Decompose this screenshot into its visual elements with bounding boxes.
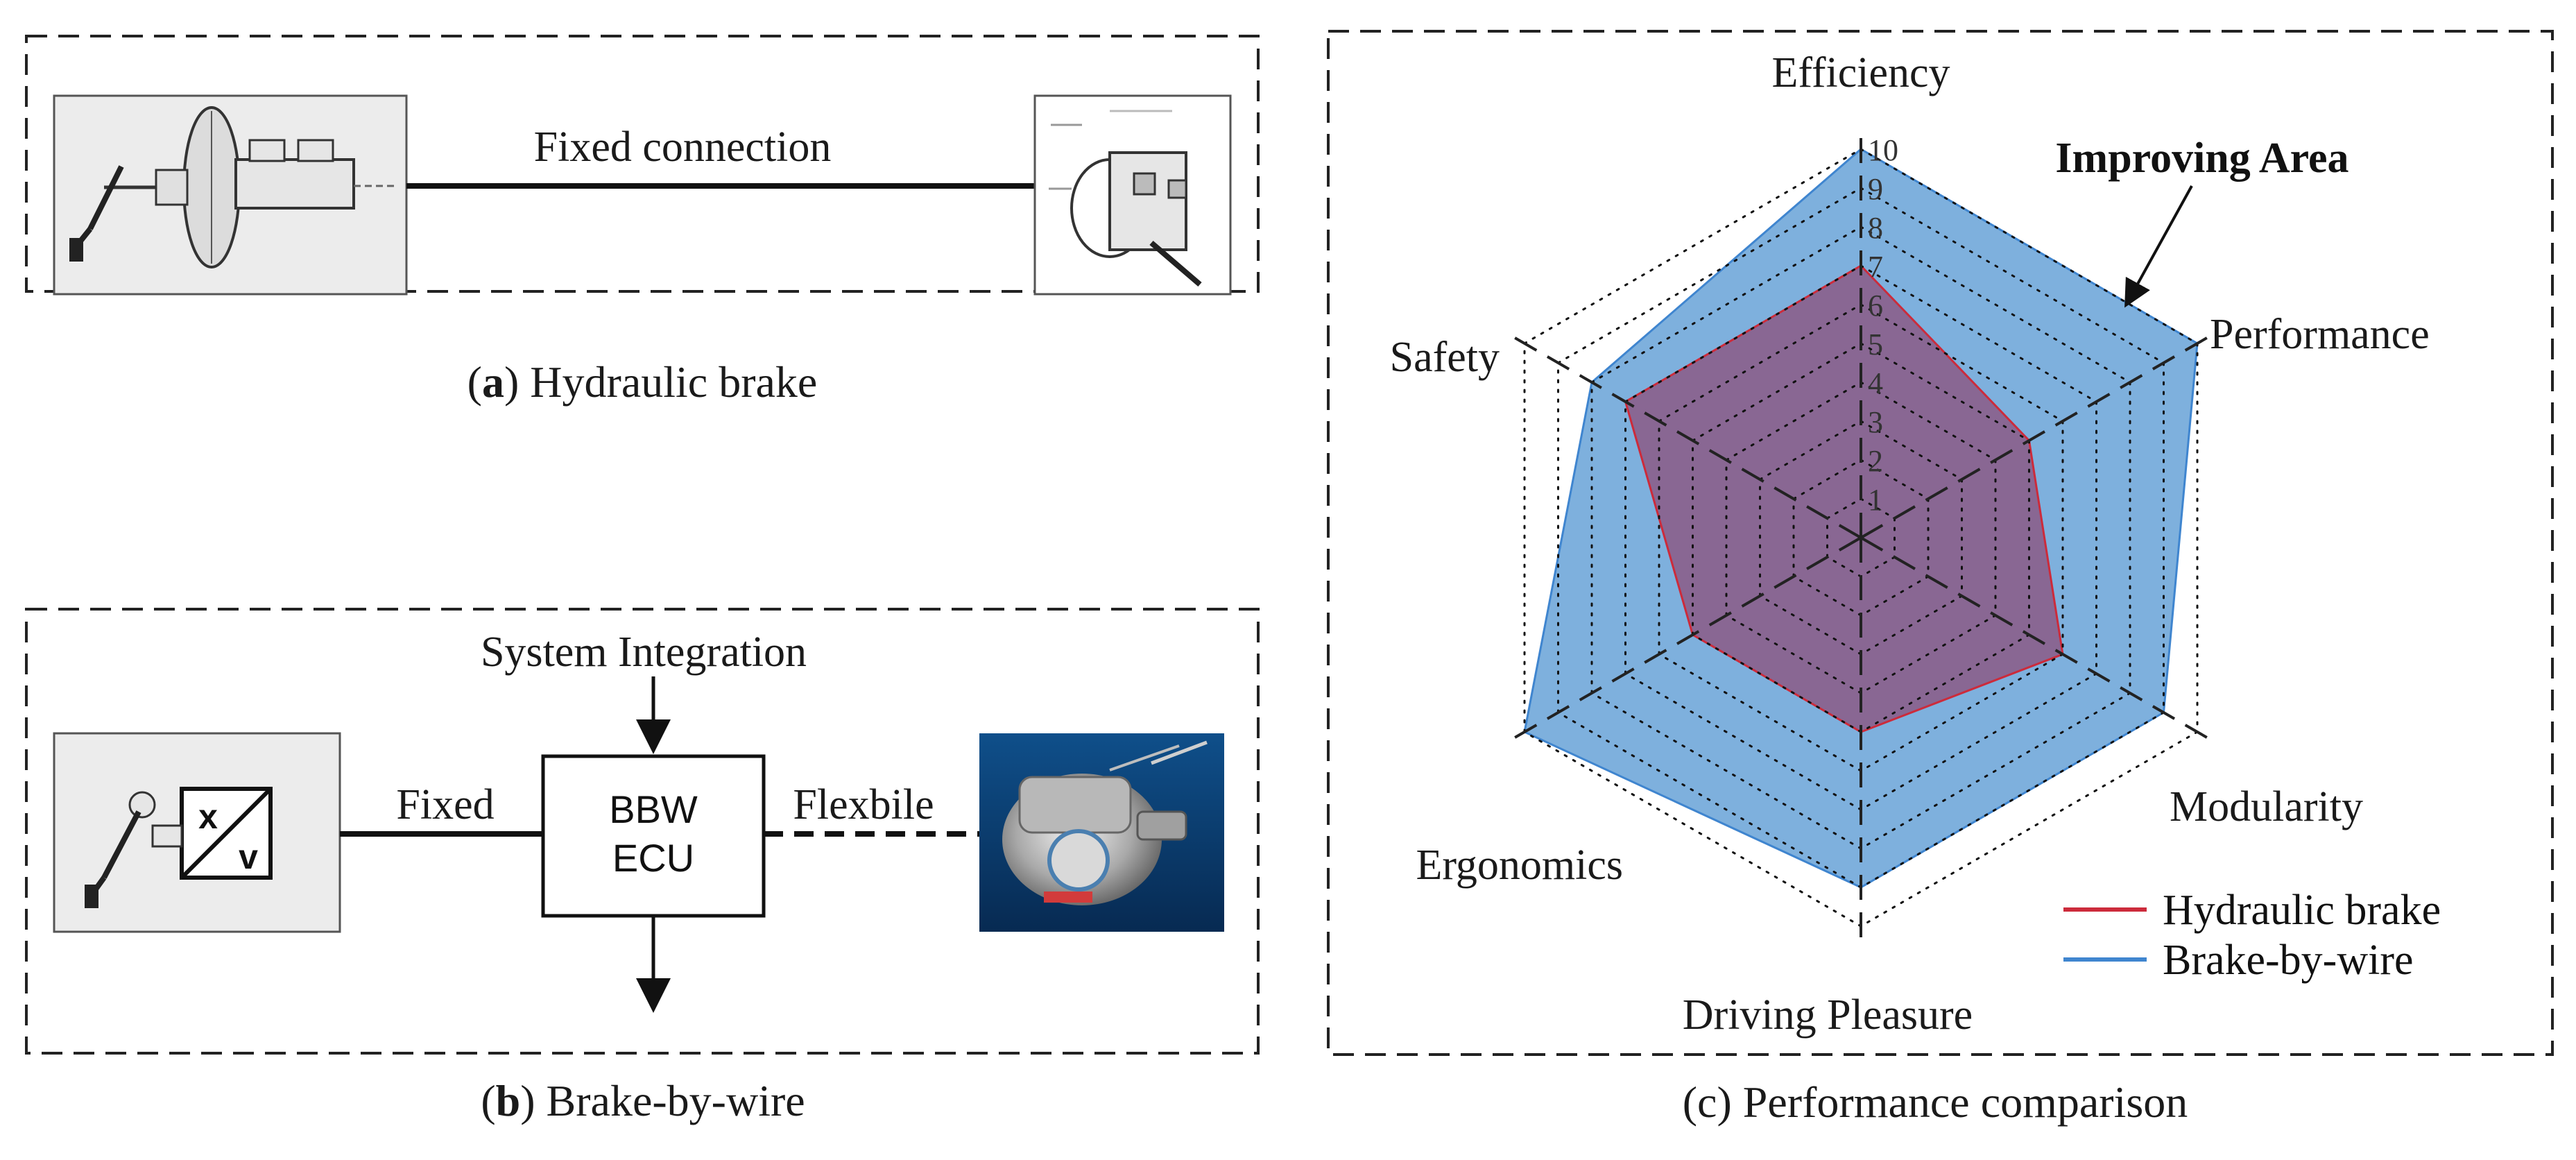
legend-label-bbw: Brake-by-wire [2163,937,2414,984]
tick-label-8: 8 [1868,211,1883,245]
tick-label-1: 1 [1868,483,1883,517]
flexible-label: Flexbile [793,781,934,828]
tick-label-7: 7 [1868,250,1883,284]
tick-label-3: 3 [1868,405,1883,439]
master-cylinder-image [53,94,408,296]
panel-b-frame [25,608,1260,1055]
tick-label-4: 4 [1868,366,1883,400]
axis-label-safety: Safety [1390,334,1500,381]
tick-label-2: 2 [1868,444,1883,478]
caliper-image [1033,94,1232,296]
panel-c: 1 2 3 4 5 6 7 8 9 10 EfficiencyPerformanceModulari… [1327,30,2554,1127]
fixed-label: Fixed [396,781,494,828]
panel-a-frame [25,35,1260,293]
axis-spoke-4 [1503,536,1862,745]
legend-label-hydraulic: Hydraulic brake [2163,887,2441,934]
ecu-line-2: ECU [612,836,694,880]
panel-b: x v Fixed BBW ECU System Integration Fle… [25,608,1260,1125]
legend: Hydraulic brake Brake-by-wire [2063,887,2441,984]
axis-label-ergonomics: Ergonomics [1416,842,1624,889]
radar-chart: 1 2 3 4 5 6 7 8 9 10 EfficiencyPerformanceModulari… [1390,49,2430,1039]
panel-c-caption: (c) Performance comparison [1683,1077,2188,1127]
panel-a: Fixed connection (a) Hydraulic brake [25,35,1260,407]
panel-c-frame [1327,30,2554,1056]
emb-caliper-image [979,733,1224,932]
axis-label-efficiency: Efficiency [1771,49,1950,96]
panel-a-caption: (a) Hydraulic brake [467,357,818,407]
axis-label-driving-pleasure: Driving Pleasure [1683,991,1973,1039]
improving-area-arrow [2124,185,2193,308]
sensor-v-label: v [239,837,258,876]
axis-spoke-2 [1860,536,2219,745]
axis-spoke-1 [1860,330,2219,539]
tick-label-5: 5 [1868,327,1883,361]
system-integration-label: System Integration [481,629,807,676]
pedal-sensor-image: x v [53,732,341,933]
sensor-x-label: x [198,797,218,836]
tick-label-10: 10 [1868,133,1898,167]
improving-area-label: Improving Area [2055,135,2349,182]
tick-label-6: 6 [1868,289,1883,323]
axis-label-modularity: Modularity [2170,783,2363,830]
fixed-connection-label: Fixed connection [534,123,832,171]
axis-spoke-5 [1503,330,1862,539]
axis-label-performance: Performance [2210,311,2430,358]
tick-label-9: 9 [1868,172,1883,206]
panel-b-caption: (b) Brake-by-wire [481,1076,805,1125]
ecu-line-1: BBW [609,787,698,831]
